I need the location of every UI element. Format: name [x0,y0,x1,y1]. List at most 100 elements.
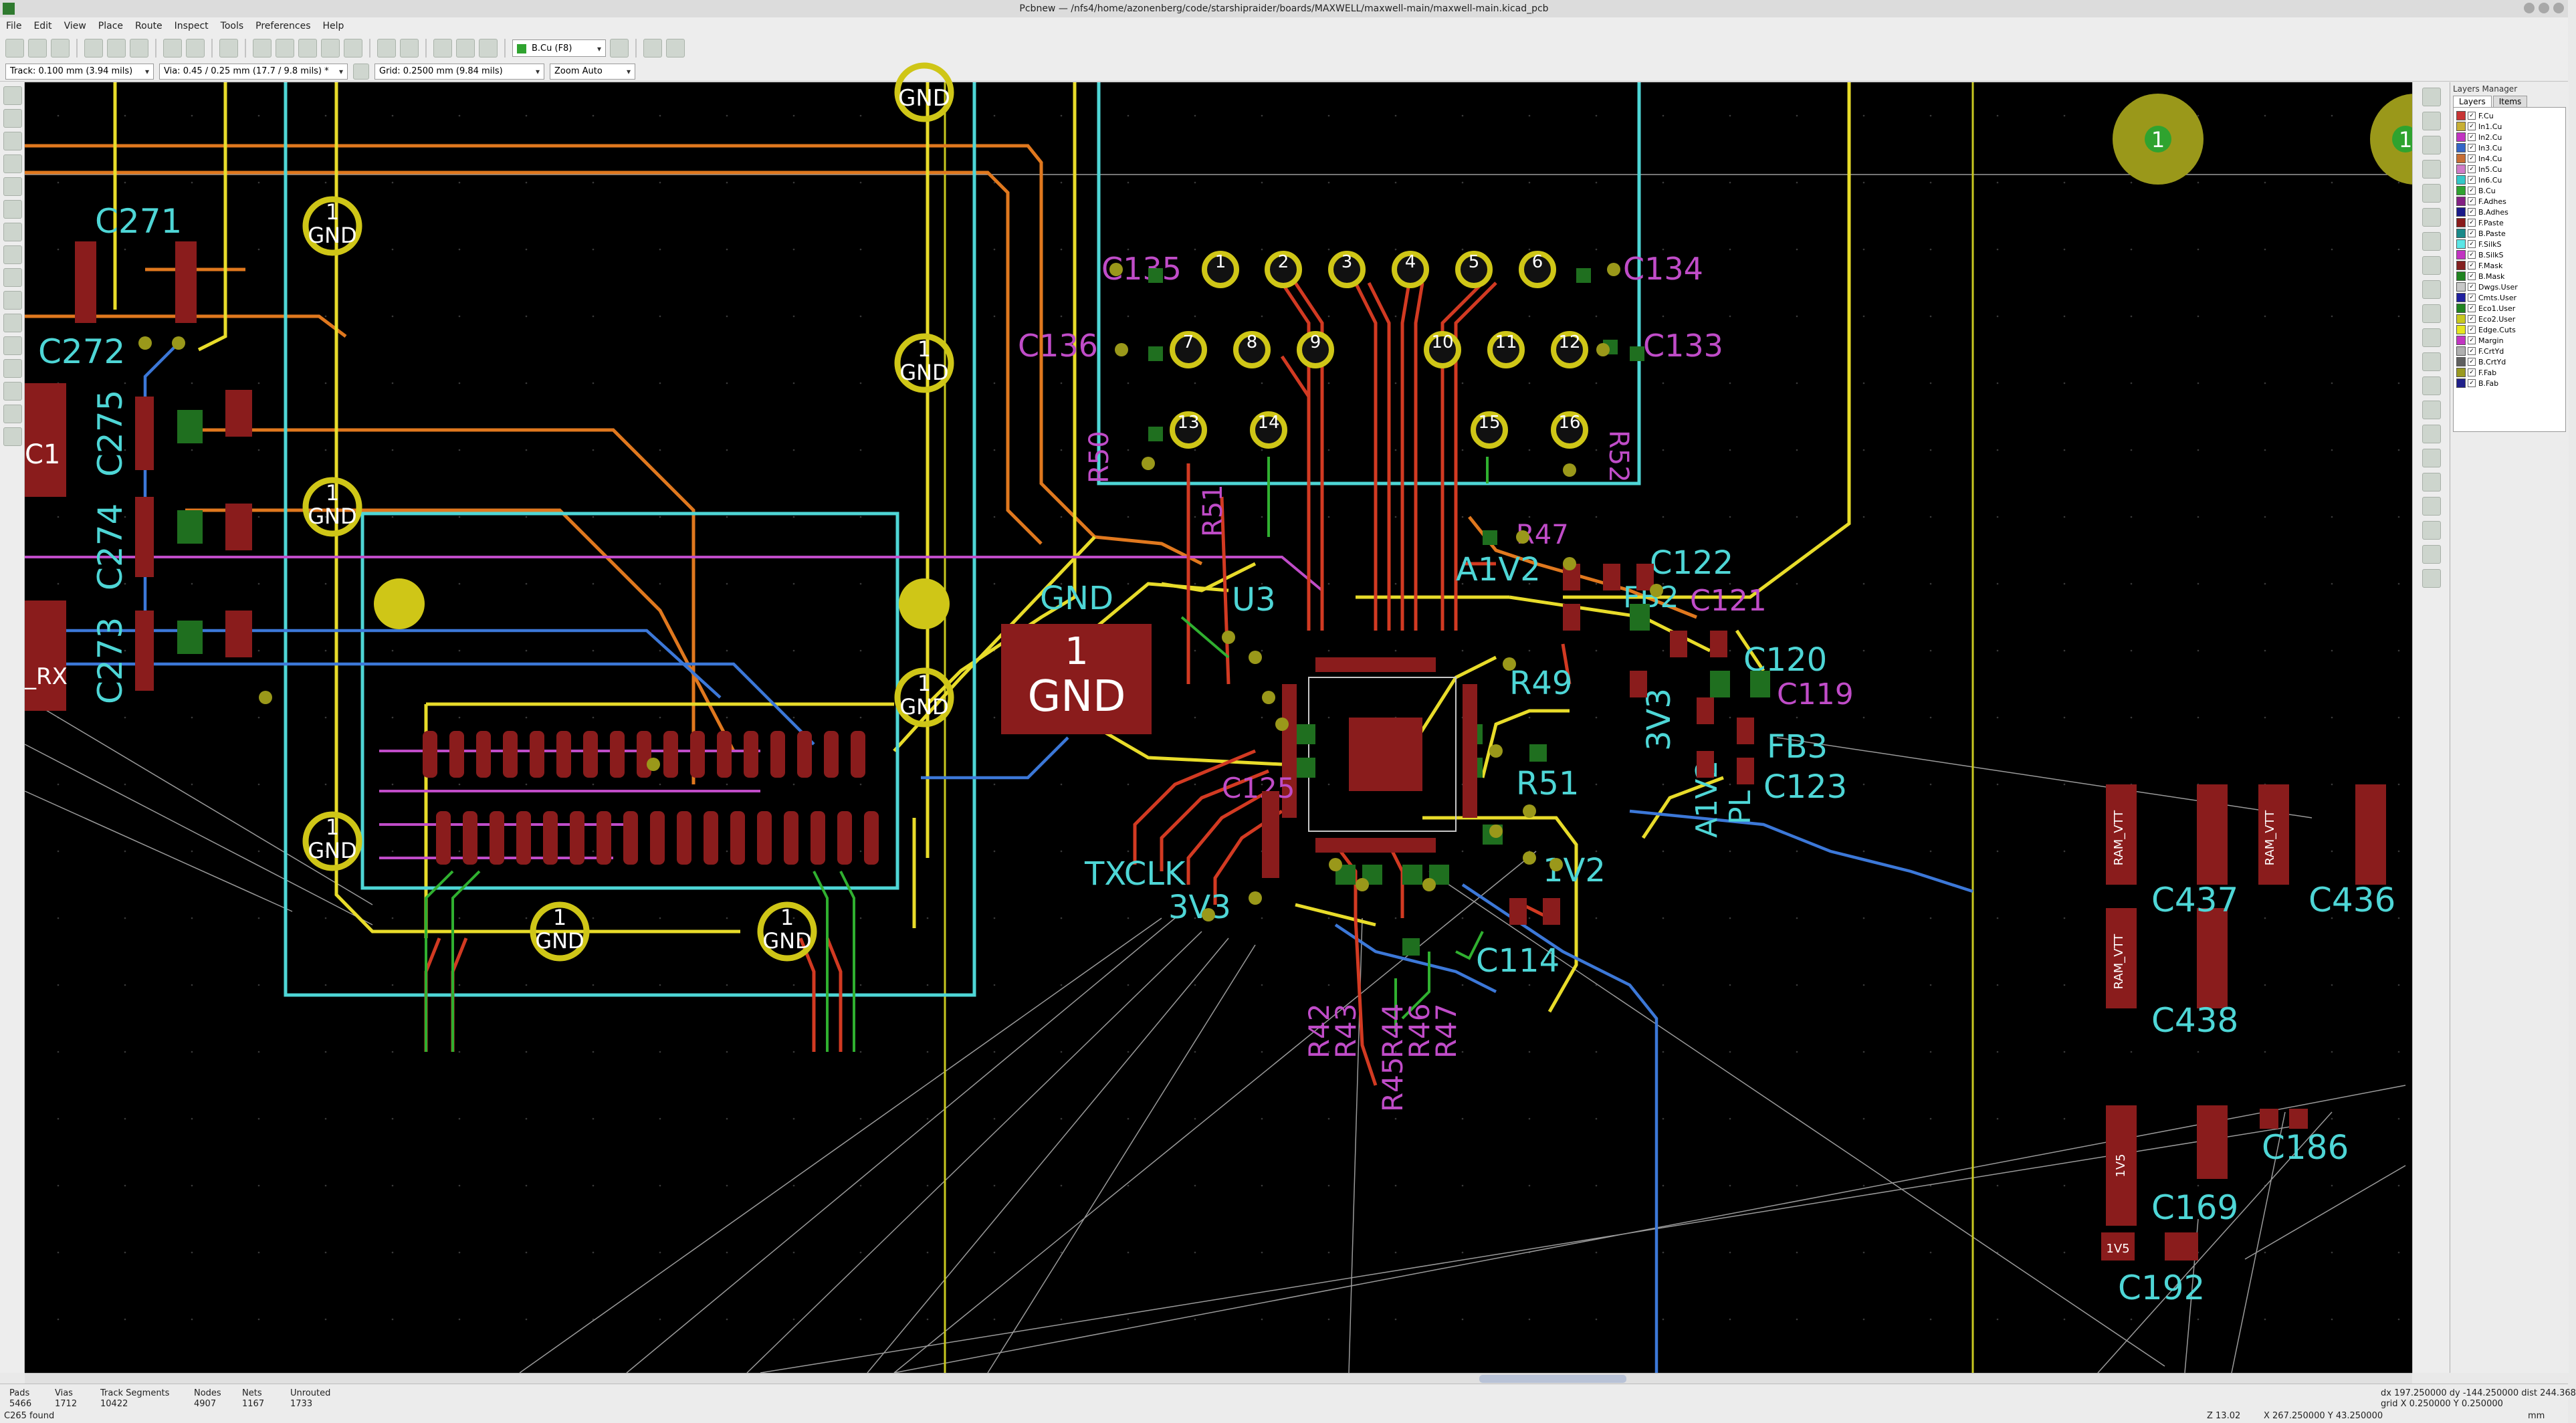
redo-icon[interactable] [186,39,205,58]
menu-help[interactable]: Help [322,21,344,31]
active-layer-select[interactable]: B.Cu (F8) [512,39,606,58]
route-track-icon[interactable] [2422,184,2441,203]
layer-visibility-checkbox[interactable]: ✓ [2468,208,2476,216]
layer-color-swatch[interactable] [2456,207,2466,217]
pcb-drawing[interactable]: GND 1 GND 1 GND 1 GND 1 GND 1 GND [24,62,2461,1374]
layer-row-f-silks[interactable]: ✓F.SilkS [2454,239,2565,249]
close-button[interactable] [2553,3,2564,13]
layer-color-swatch[interactable] [2456,132,2466,142]
layer-visibility-checkbox[interactable]: ✓ [2468,112,2476,120]
zoom-out-icon[interactable] [298,39,317,58]
layer-visibility-checkbox[interactable]: ✓ [2468,368,2476,376]
route-diff-pair-icon[interactable] [2422,208,2441,227]
cursor-shape-icon[interactable] [3,200,22,219]
drill-origin-icon[interactable] [2422,521,2441,540]
units-inch-icon[interactable] [3,154,22,173]
drc-off-icon[interactable] [3,86,22,105]
layer-color-swatch[interactable] [2456,218,2466,227]
layer-color-swatch[interactable] [2456,378,2466,388]
new-board-icon[interactable] [5,39,24,58]
select-tool-icon[interactable] [2422,88,2441,106]
layer-visibility-checkbox[interactable]: ✓ [2468,272,2476,280]
layer-visibility-checkbox[interactable]: ✓ [2468,133,2476,141]
page-settings-icon[interactable] [84,39,103,58]
layer-visibility-checkbox[interactable]: ✓ [2468,347,2476,355]
layer-color-swatch[interactable] [2456,154,2466,163]
layer-color-swatch[interactable] [2456,239,2466,249]
footprint-browser-icon[interactable] [456,39,475,58]
menu-place[interactable]: Place [98,21,124,31]
plot-icon[interactable] [130,39,148,58]
layer-color-swatch[interactable] [2456,293,2466,302]
layer-row-f-fab[interactable]: ✓F.Fab [2454,367,2565,378]
layer-row-f-adhes[interactable]: ✓F.Adhes [2454,196,2565,207]
layer-color-swatch[interactable] [2456,186,2466,195]
netlist-icon[interactable] [377,39,396,58]
layer-color-swatch[interactable] [2456,357,2466,366]
menu-inspect[interactable]: Inspect [174,21,209,31]
add-via-icon[interactable] [2422,256,2441,275]
add-target-icon[interactable] [2422,473,2441,491]
menu-file[interactable]: File [6,21,22,31]
measure-tool-icon[interactable] [2422,569,2441,588]
scripting-console-icon[interactable] [643,39,662,58]
layer-color-swatch[interactable] [2456,368,2466,377]
layer-color-swatch[interactable] [2456,111,2466,120]
delete-tool-icon[interactable] [2422,497,2441,516]
tab-layers[interactable]: Layers [2453,96,2492,107]
layer-row-in5-cu[interactable]: ✓In5.Cu [2454,164,2565,175]
refresh-icon[interactable] [253,39,272,58]
layer-color-swatch[interactable] [2456,325,2466,334]
layer-visibility-checkbox[interactable]: ✓ [2468,187,2476,195]
track-width-select[interactable]: Track: 0.100 mm (3.94 mils) [5,63,154,80]
track-sketch-icon[interactable] [3,359,22,378]
zoom-selection-icon[interactable] [344,39,362,58]
layer-color-swatch[interactable] [2456,197,2466,206]
layer-visibility-checkbox[interactable]: ✓ [2468,229,2476,237]
zone-fill-icon[interactable] [3,268,22,287]
layer-row-dwgs-user[interactable]: ✓Dwgs.User [2454,282,2565,292]
layer-visibility-checkbox[interactable]: ✓ [2468,336,2476,344]
menu-edit[interactable]: Edit [33,21,52,31]
zoom-fit-icon[interactable] [321,39,340,58]
print-icon[interactable] [107,39,126,58]
layer-color-swatch[interactable] [2456,314,2466,324]
layer-color-swatch[interactable] [2456,304,2466,313]
layer-color-swatch[interactable] [2456,250,2466,259]
undo-icon[interactable] [163,39,182,58]
horizontal-scroll-thumb[interactable] [1479,1375,1626,1383]
horizontal-scrollbar[interactable] [25,1373,2412,1384]
menu-tools[interactable]: Tools [220,21,244,31]
open-board-icon[interactable] [28,39,47,58]
layer-visibility-checkbox[interactable]: ✓ [2468,283,2476,291]
layer-color-swatch[interactable] [2456,336,2466,345]
layer-visibility-checkbox[interactable]: ✓ [2468,326,2476,334]
footprint-editor-icon[interactable] [433,39,452,58]
layers-manager-icon[interactable] [3,405,22,423]
layer-color-swatch[interactable] [2456,346,2466,356]
layer-visibility-checkbox[interactable]: ✓ [2468,358,2476,366]
layer-color-swatch[interactable] [2456,282,2466,292]
add-text-icon[interactable] [2422,425,2441,443]
layer-color-swatch[interactable] [2456,229,2466,238]
zone-outline-icon[interactable] [3,291,22,310]
microwave-toolbar-icon[interactable] [3,427,22,446]
layer-visibility-checkbox[interactable]: ✓ [2468,197,2476,205]
layer-row-margin[interactable]: ✓Margin [2454,335,2565,346]
layer-visibility-checkbox[interactable]: ✓ [2468,154,2476,162]
layer-visibility-checkbox[interactable]: ✓ [2468,176,2476,184]
auto-track-width-icon[interactable] [353,63,369,80]
menu-preferences[interactable]: Preferences [255,21,311,31]
polar-coords-icon[interactable] [3,132,22,150]
layer-row-b-adhes[interactable]: ✓B.Adhes [2454,207,2565,217]
ratsnest-icon[interactable] [3,223,22,241]
layer-row-eco1-user[interactable]: ✓Eco1.User [2454,303,2565,314]
add-circle-icon[interactable] [2422,352,2441,371]
update-pcb-icon[interactable] [400,39,419,58]
layer-row-in1-cu[interactable]: ✓In1.Cu [2454,121,2565,132]
layer-color-swatch[interactable] [2456,175,2466,185]
layer-visibility-checkbox[interactable]: ✓ [2468,165,2476,173]
layer-row-in6-cu[interactable]: ✓In6.Cu [2454,175,2565,185]
minimize-button[interactable] [2524,3,2535,13]
layer-color-swatch[interactable] [2456,122,2466,131]
